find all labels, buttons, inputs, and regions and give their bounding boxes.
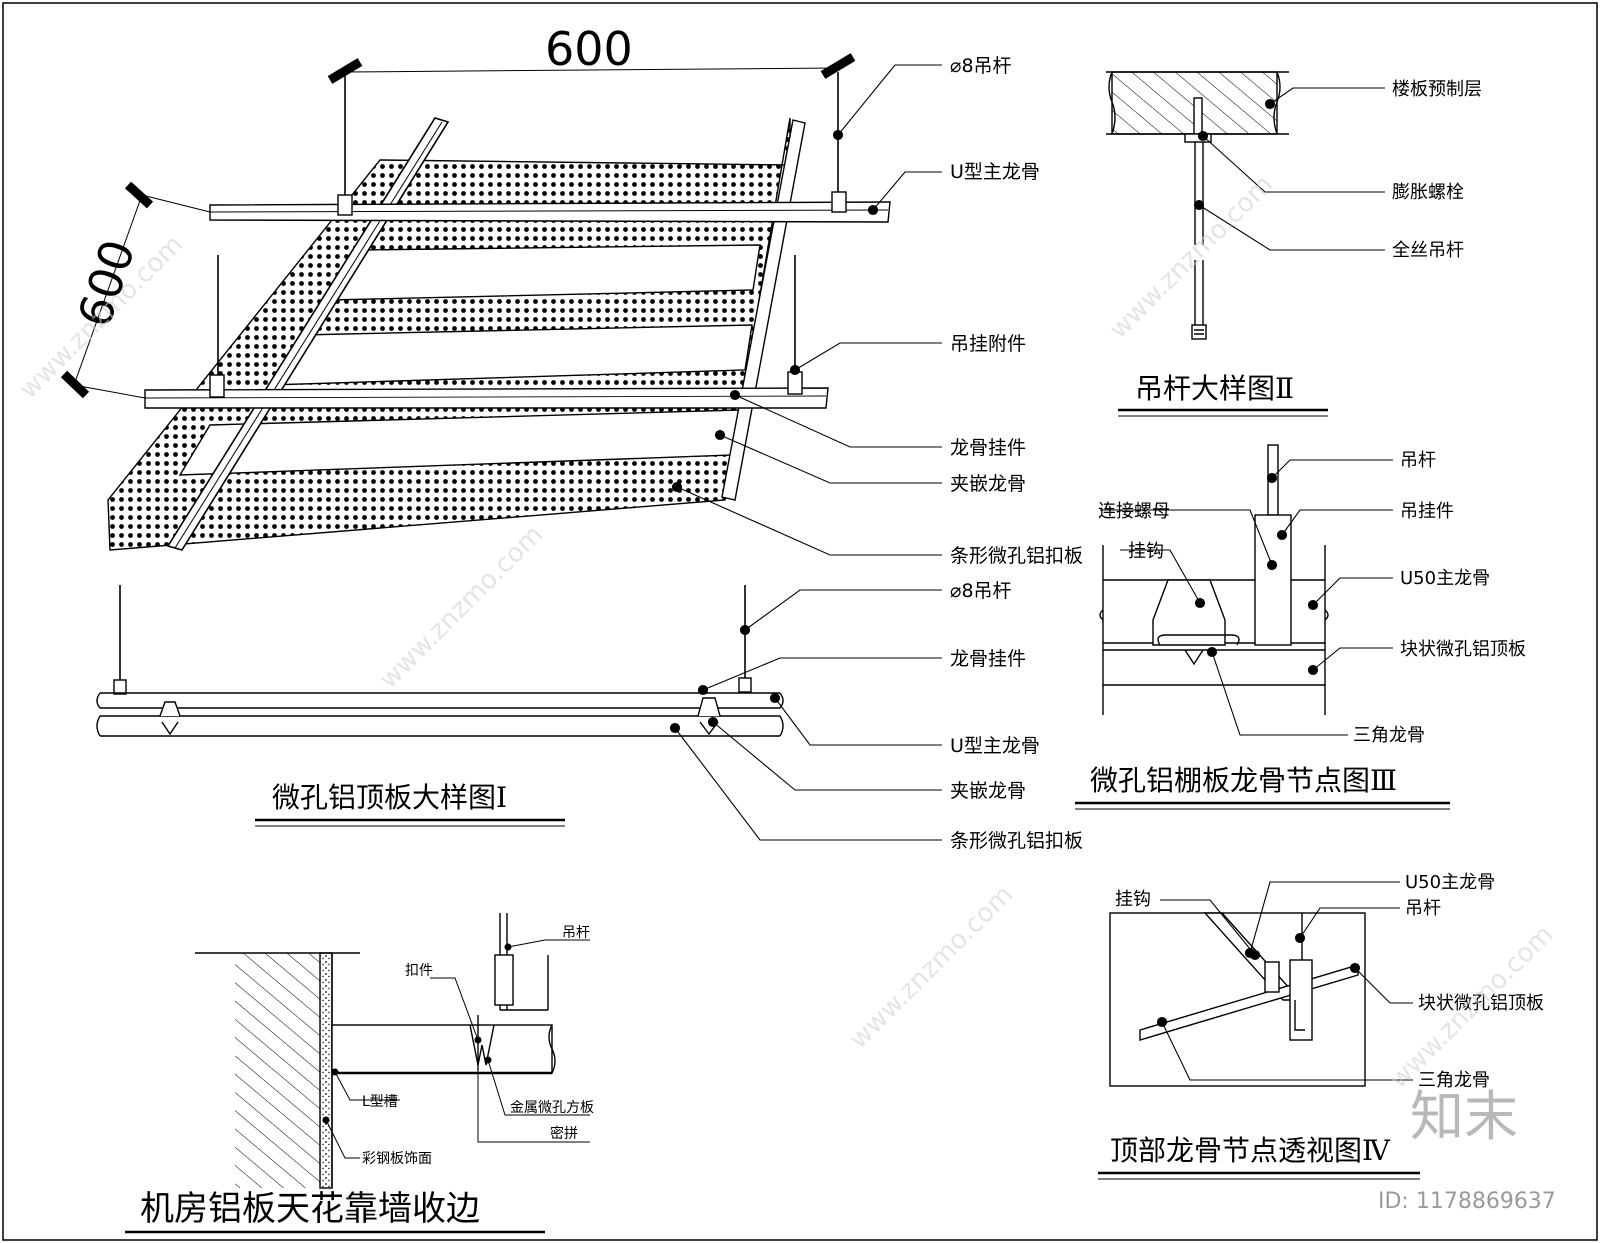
label-threaded-rod: 全丝吊杆 [1392,240,1464,261]
dim-tick [327,58,363,84]
detail-5-wall-edge [195,913,556,1189]
label-d3-u50: U50主龙骨 [1400,568,1490,589]
label-d3-hook: 挂钩 [1128,541,1164,562]
label-d5-rod: 吊杆 [562,925,590,941]
label-section-clamp: 夹嵌龙骨 [950,780,1026,802]
detail-4-perspective [1109,912,1366,1087]
label-hanger-attachment: 吊挂附件 [950,333,1026,355]
dimension-600-width: 600 [545,22,633,76]
detail-3-title: 微孔铝棚板龙骨节点图Ⅲ [1090,764,1397,797]
label-rod-8: ⌀8吊杆 [950,55,1012,77]
panel-gap-1 [328,244,761,301]
lower-u-channel [144,387,829,409]
detail-1-title: 微孔铝顶板大样图Ⅰ [272,781,507,814]
detail-4-title: 顶部龙骨节点透视图Ⅳ [1110,1134,1391,1167]
detail-2-rod [1106,71,1289,340]
label-d3-nut: 连接螺母 [1098,501,1170,522]
label-strip-panel: 条形微孔铝扣板 [950,545,1083,567]
watermark-logo: 知末 [1410,1085,1518,1148]
label-clamp-runner: 夹嵌龙骨 [950,473,1026,495]
dim-tick [820,53,856,79]
label-expansion-bolt: 膨胀螺栓 [1392,182,1464,203]
label-section-hanger: 龙骨挂件 [950,648,1026,670]
detail-3-node [1099,444,1329,715]
detail-5-title: 机房铝板天花靠墙收边 [140,1189,480,1229]
watermark-text: www.znzmo.com [844,880,1019,1055]
label-u-main-runner: U型主龙骨 [950,161,1040,183]
detail-1-leaders [671,64,942,556]
detail-1-section-leaders [669,589,942,841]
label-d3-rod: 吊杆 [1400,450,1436,471]
dim-tick [60,370,90,399]
label-d4-panel: 块状微孔铝顶板 [1418,993,1544,1014]
label-d5-clip: 扣件 [405,963,433,979]
label-d3-panel: 块状微孔铝顶板 [1400,639,1526,660]
label-d4-rod: 吊杆 [1405,898,1441,919]
detail-2-leaders [1193,87,1385,251]
detail-4-leaders [1156,881,1413,1081]
watermark-text: www.znzmo.com [374,520,549,695]
label-section-u-runner: U型主龙骨 [950,735,1040,757]
label-section-strip-panel: 条形微孔铝扣板 [950,830,1083,852]
watermark-text: www.znzmo.com [1104,170,1279,345]
detail-2-title: 吊杆大样图Ⅱ [1135,372,1294,405]
detail-3-leaders [1100,459,1393,736]
upper-u-channel [209,201,891,223]
dim-tick [124,181,154,209]
label-section-rod: ⌀8吊杆 [950,580,1012,602]
label-runner-hanger: 龙骨挂件 [950,437,1026,459]
label-floor-slab: 楼板预制层 [1392,79,1482,100]
detail-1-isometric [60,53,891,551]
label-d4-hook: 挂钩 [1115,889,1151,910]
label-d4-triangle: 三角龙骨 [1418,1070,1490,1091]
label-d5-metal-panel: 金属微孔方板 [510,1100,594,1116]
label-d5-tight-joint: 密拼 [550,1125,578,1142]
label-d4-u50: U50主龙骨 [1405,872,1495,893]
label-d5-l-channel: L型槽 [362,1094,398,1110]
label-d5-steel-finish: 彩钢板饰面 [362,1151,432,1167]
label-d3-triangle: 三角龙骨 [1353,725,1425,746]
watermark-id: ID: 1178869637 [1378,1189,1556,1214]
label-d3-hanger: 吊挂件 [1400,501,1454,522]
detail-5-leaders [322,939,590,1159]
